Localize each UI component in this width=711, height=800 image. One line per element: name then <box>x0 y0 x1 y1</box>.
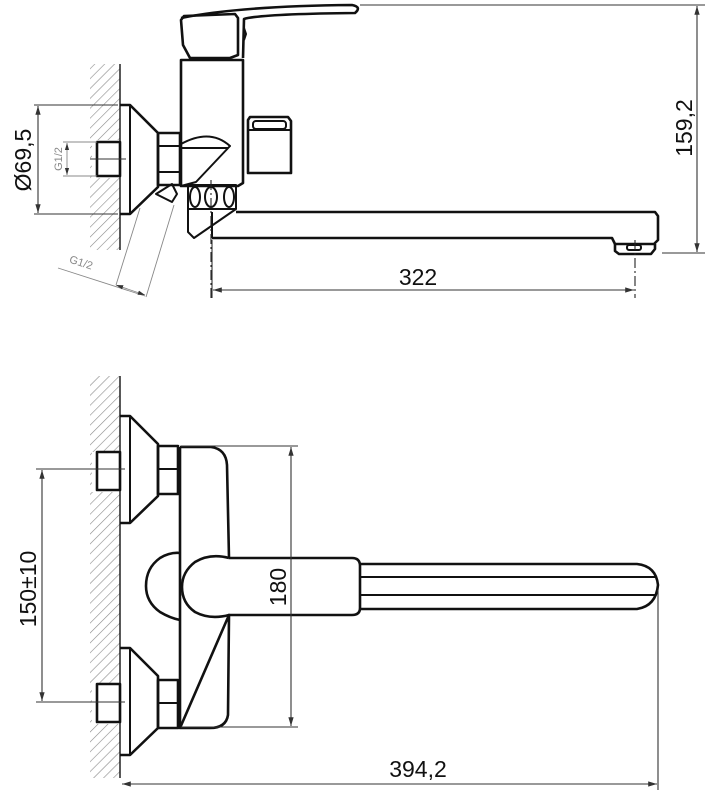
mixer-body-top <box>144 445 231 730</box>
escutcheon-diameter-label: Ø69,5 <box>10 129 36 192</box>
spout-reach-label: 322 <box>399 264 437 290</box>
inlet-thread-label: G1/2 <box>68 254 94 273</box>
dimension-escutcheon-diameter: Ø69,5 <box>10 104 118 215</box>
body-width-label: 180 <box>265 568 291 606</box>
dimension-inlet-spacing: 150±10 <box>15 470 45 701</box>
spout-top <box>360 562 660 611</box>
dimension-overall-length: 394,2 <box>122 590 659 790</box>
pipe-stub-upper <box>36 450 125 492</box>
dimension-spout-reach: 322 <box>211 240 634 298</box>
dimension-overall-height: 159,2 <box>360 4 705 254</box>
wall-pipe-stub <box>90 140 126 178</box>
swivel-ring <box>187 184 237 239</box>
escutcheon-lower <box>120 646 160 757</box>
overall-length-label: 394,2 <box>389 756 447 782</box>
escutcheon-upper <box>120 414 160 525</box>
eccentric-nut <box>155 131 182 203</box>
spout-side <box>211 210 660 256</box>
side-view: Ø69,5 G1/2 G1/2 322 159,2 <box>10 3 705 298</box>
eccentric-nut-upper <box>156 444 180 496</box>
diverter-knob <box>246 115 293 175</box>
lever-top <box>180 554 362 619</box>
overall-height-label: 159,2 <box>671 99 697 157</box>
wall-thread-label: G1/2 <box>53 147 65 171</box>
pipe-stub-lower <box>36 682 125 724</box>
mixer-body-side <box>179 3 360 188</box>
wall-hatch-side <box>90 64 121 250</box>
dimension-body-width: 180 <box>181 445 298 728</box>
eccentric-nut-lower <box>156 678 180 730</box>
wall-hatch-top <box>90 376 121 778</box>
top-view: 150±10 180 394,2 <box>15 376 660 790</box>
dimension-wall-thread: G1/2 <box>53 141 97 177</box>
inlet-spacing-label: 150±10 <box>15 551 41 628</box>
